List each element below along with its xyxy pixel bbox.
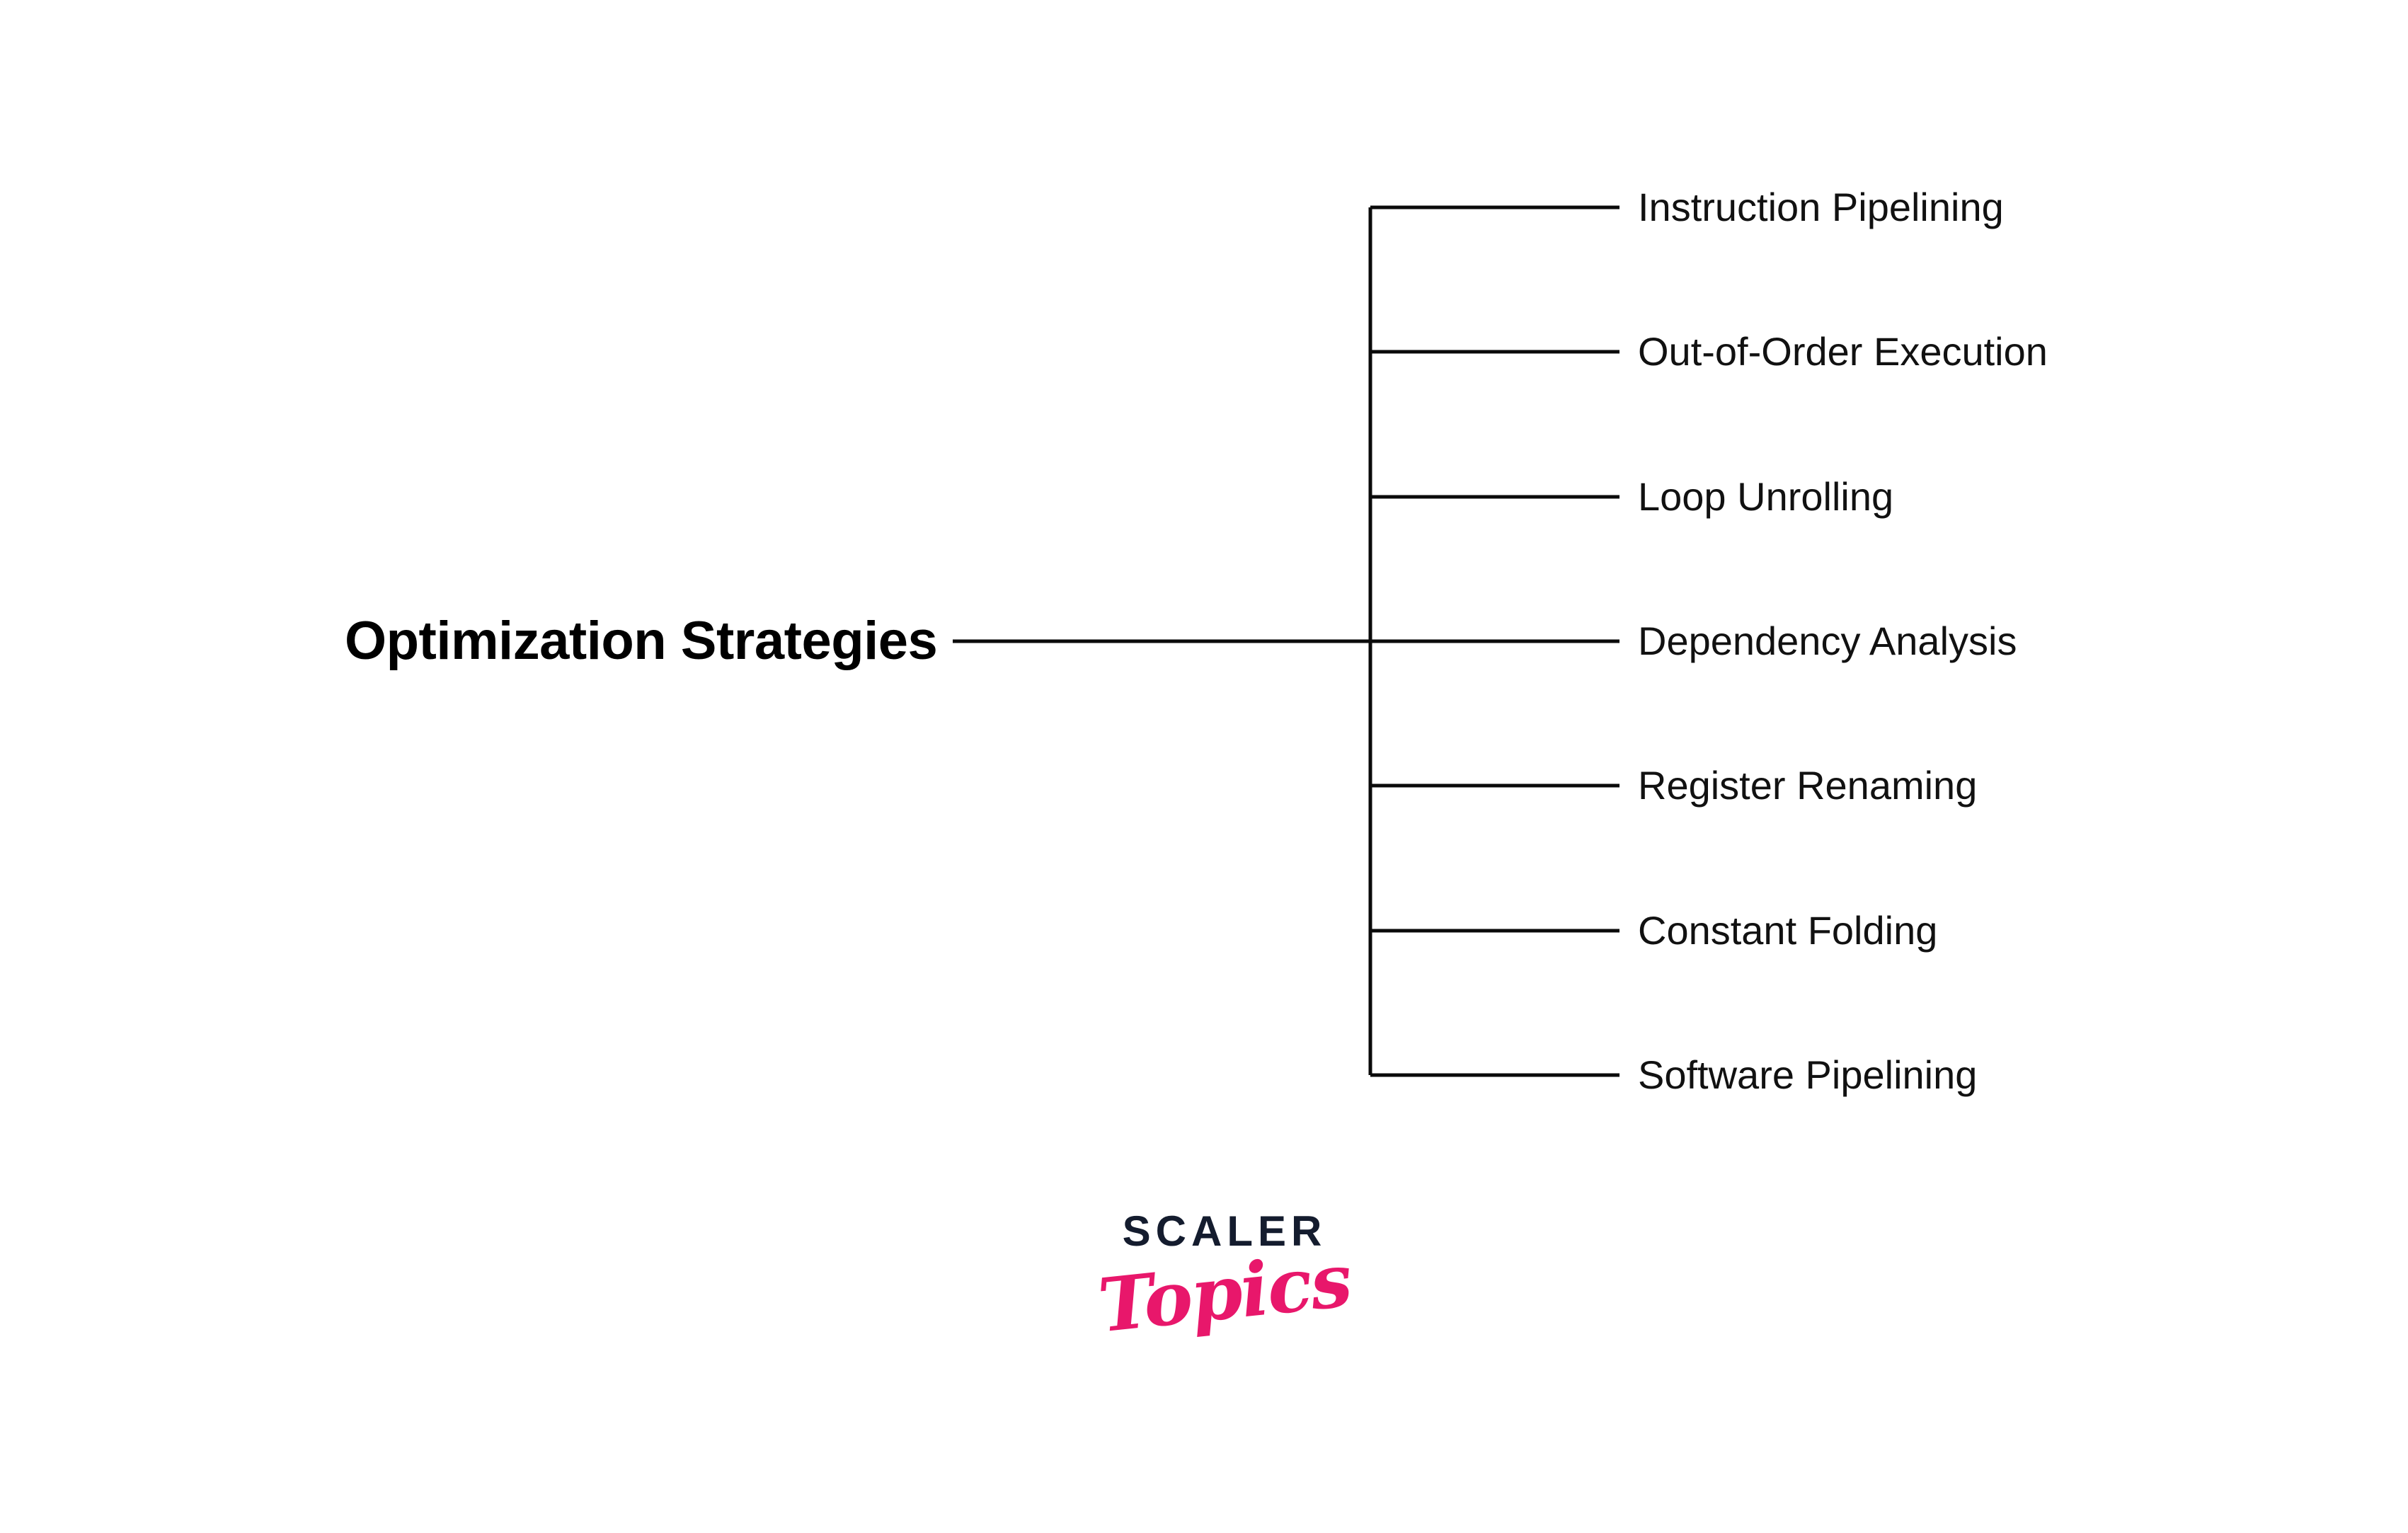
branch-label-out-of-order-execution: Out-of-Order Execution	[1638, 329, 2048, 374]
branch-label-software-pipelining: Software Pipelining	[1638, 1052, 1978, 1097]
branch-label-dependency-analysis: Dependency Analysis	[1638, 619, 2017, 663]
root-node-label: Optimization Strategies	[345, 611, 938, 671]
scaler-topics-logo: SCALER Topics	[1090, 1210, 1359, 1373]
logo-scaler-wordmark: SCALER	[1122, 1207, 1327, 1255]
branch-label-loop-unrolling: Loop Unrolling	[1638, 474, 1894, 519]
branch-label-constant-folding: Constant Folding	[1638, 908, 1938, 953]
branch-label-register-renaming: Register Renaming	[1638, 763, 1978, 808]
branch-label-instruction-pipelining: Instruction Pipelining	[1638, 185, 2004, 229]
logo-topics-script: Topics	[1094, 1236, 1355, 1350]
